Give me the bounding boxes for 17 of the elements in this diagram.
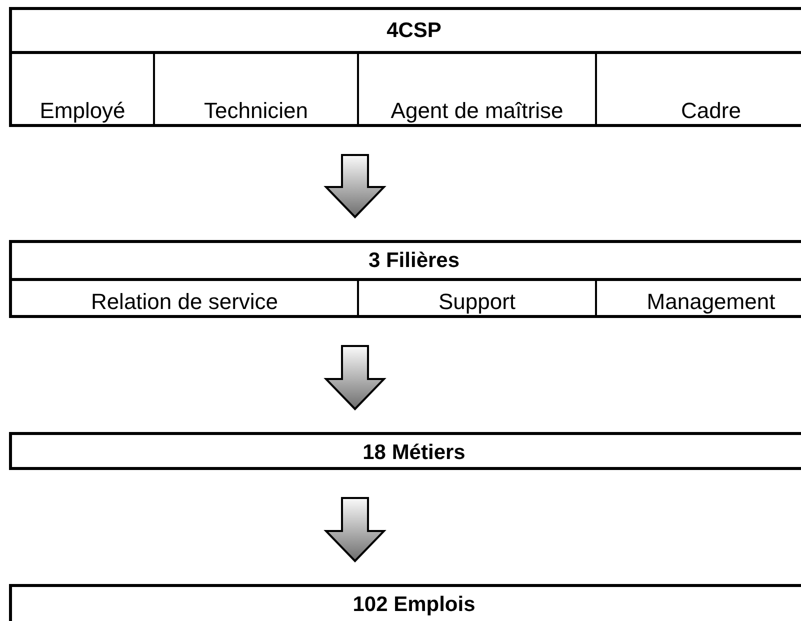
block-arrow: [324, 497, 386, 562]
table-box: [9, 240, 801, 318]
table-box: [9, 7, 801, 127]
table-heading: 4CSP: [386, 18, 442, 44]
block-arrow: [324, 345, 386, 410]
table-heading: 18 Métiers: [362, 440, 466, 466]
category-cell: Employé: [12, 54, 153, 124]
table-heading: 3 Filières: [368, 248, 460, 274]
category-cell: Management: [595, 281, 801, 315]
table-heading: 102 Emplois: [352, 592, 476, 618]
block-arrow: [324, 154, 386, 218]
category-cell: Relation de service: [12, 281, 357, 315]
category-cell: Cadre: [595, 54, 801, 124]
category-cell: Technicien: [153, 54, 357, 124]
category-cell: Support: [357, 281, 595, 315]
table-box: [9, 432, 801, 470]
category-cell: Agent de maîtrise: [357, 54, 595, 124]
